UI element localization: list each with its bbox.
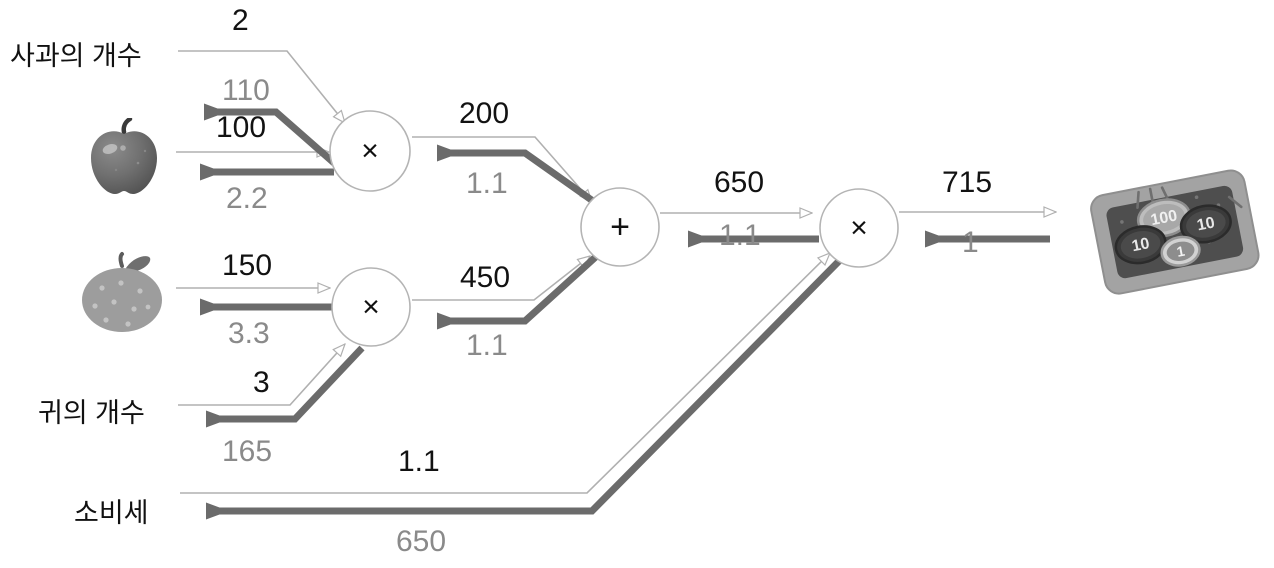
svg-text:10: 10 (1130, 235, 1151, 255)
backward-edges (200, 103, 1050, 520)
edge-grad-mandarin-count (206, 345, 365, 428)
edge-apple-count-to-mul (178, 50, 345, 123)
label-forward-apple-price: 100 (216, 111, 267, 144)
svg-text:1: 1 (1175, 243, 1186, 260)
label-forward-tax-rate: 1.1 (398, 445, 440, 478)
edge-mul-apple-to-add (412, 136, 592, 202)
label-grad-subtotal: 1.1 (719, 219, 761, 252)
node-mul-apple-circle[interactable] (329, 110, 411, 192)
svg-text:100: 100 (1149, 207, 1179, 229)
mandarin-count-label: 귀의 개수 (38, 398, 145, 428)
node-mul-mandarin-circle[interactable] (331, 267, 411, 347)
label-forward-mandarin-subtotal: 450 (460, 261, 511, 294)
mandarin-image (76, 250, 168, 334)
edge-grad-apple-count (204, 103, 353, 180)
node-add-subtotal-op: + (610, 208, 630, 246)
label-grad-mandarin-subtotal: 1.1 (466, 329, 508, 362)
label-grad-apple-count: 110 (222, 74, 270, 107)
edge-grad-mul-mandarin (437, 250, 603, 330)
coin-10-left: 10 (1114, 225, 1167, 265)
node-add-subtotal-circle[interactable] (580, 187, 660, 267)
label-grad-mandarin-price: 3.3 (228, 317, 270, 350)
apple-count-label: 사과의 개수 (10, 41, 142, 71)
svg-text:10: 10 (1196, 214, 1217, 234)
label-grad-apple-price: 2.2 (226, 182, 268, 215)
label-forward-total: 715 (942, 166, 993, 199)
label-forward-subtotal: 650 (714, 166, 765, 199)
op-nodes: × × + × (329, 110, 899, 347)
label-grad-mandarin-count: 165 (222, 435, 273, 468)
forward-edges (176, 50, 1056, 494)
label-grad-apple-subtotal: 1.1 (466, 167, 508, 200)
edge-mandarin-count-to-mul (178, 344, 345, 406)
label-forward-mandarin-count: 3 (253, 366, 270, 399)
label-forward-apple-subtotal: 200 (459, 97, 510, 130)
consumption-tax-label: 소비세 (74, 498, 149, 528)
label-forward-apple-count: 2 (232, 4, 249, 37)
label-grad-output: 1 (962, 226, 979, 259)
label-forward-mandarin-price: 150 (222, 249, 273, 282)
apple-image (83, 118, 165, 196)
edge-grad-mul-apple (437, 144, 603, 209)
label-grad-tax: 650 (396, 525, 447, 558)
edge-grad-tax (206, 255, 845, 520)
node-mul-tax-circle[interactable] (819, 188, 899, 268)
coin-1: 1 (1160, 235, 1201, 267)
coin-10-right: 10 (1179, 204, 1232, 244)
wallet-image: 100 10 10 1 (1085, 168, 1265, 298)
node-mul-apple-op: × (361, 135, 379, 168)
node-mul-mandarin-op: × (362, 291, 380, 324)
edge-tax-to-mul-tax (180, 253, 830, 494)
node-mul-tax-op: × (850, 212, 868, 245)
edge-mul-mandarin-to-add (412, 256, 590, 301)
